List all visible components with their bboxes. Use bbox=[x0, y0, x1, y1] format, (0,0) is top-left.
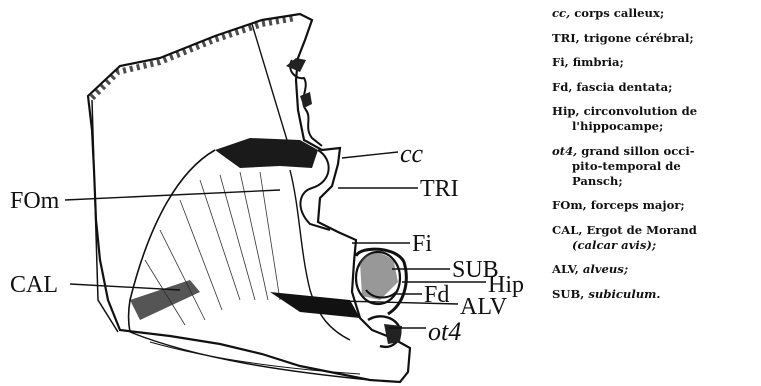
legend-item-fd: Fd, fascia dentata; bbox=[552, 80, 757, 95]
legend-abbr: ALV, bbox=[552, 262, 579, 276]
legend-abbr: Hip, bbox=[552, 104, 580, 118]
legend-text: subiculum. bbox=[588, 287, 660, 301]
legend-text: fascia dentata; bbox=[576, 80, 672, 94]
label-cc: cc bbox=[400, 139, 424, 168]
legend-item-cc: cc, corps calleux; bbox=[552, 6, 757, 21]
legend-abbr: CAL, bbox=[552, 223, 582, 237]
legend-text: forceps major; bbox=[591, 198, 685, 212]
left-border bbox=[92, 100, 118, 332]
legend-item-fom: FOm, forceps major; bbox=[552, 198, 757, 213]
legend-item-fi: Fi, fimbria; bbox=[552, 55, 757, 70]
dark-band bbox=[215, 138, 318, 168]
legend-text: trigone cérébral; bbox=[584, 31, 694, 45]
callosum-shading bbox=[286, 58, 312, 108]
legend-text: grand sillon occi- bbox=[581, 144, 694, 158]
sulcus-shading bbox=[384, 324, 402, 344]
legend-item-sub: SUB, subiculum. bbox=[552, 287, 757, 302]
anatomical-drawing: cc TRI FOm Fi SUB Hip CAL Fd ALV ot4 bbox=[0, 0, 540, 386]
label-fom: FOm bbox=[10, 188, 60, 214]
legend-text: fimbria; bbox=[573, 55, 624, 69]
legend-abbr: Fd, bbox=[552, 80, 572, 94]
legend-text-cont: Pansch; bbox=[552, 174, 757, 189]
legend: cc, corps calleux; TRI, trigone cérébral… bbox=[552, 6, 757, 311]
alveus-shading bbox=[270, 292, 360, 318]
legend-item-tri: TRI, trigone cérébral; bbox=[552, 31, 757, 46]
legend-abbr: ot4, bbox=[552, 144, 577, 158]
legend-text: alveus; bbox=[583, 262, 628, 276]
legend-abbr: cc, bbox=[552, 6, 570, 20]
legend-text: Ergot de Morand bbox=[586, 223, 696, 237]
section-outline bbox=[88, 14, 410, 382]
legend-text: circonvolution de bbox=[584, 104, 698, 118]
legend-abbr: FOm, bbox=[552, 198, 587, 212]
top-edge-hatching bbox=[92, 18, 296, 98]
cut-line bbox=[252, 24, 290, 150]
label-ot4: ot4 bbox=[428, 317, 461, 346]
legend-text-cont: l'hippocampe; bbox=[552, 119, 757, 134]
bottom-edge-2 bbox=[150, 342, 360, 374]
label-alv: ALV bbox=[460, 294, 508, 320]
legend-text-cont: (calcar avis); bbox=[552, 238, 757, 253]
legend-abbr: Fi, bbox=[552, 55, 569, 69]
legend-text-cont: pito-temporal de bbox=[552, 159, 757, 174]
legend-abbr: TRI, bbox=[552, 31, 580, 45]
label-tri: TRI bbox=[420, 176, 459, 202]
legend-abbr: SUB, bbox=[552, 287, 584, 301]
legend-text: corps calleux; bbox=[574, 6, 664, 20]
label-fi: Fi bbox=[412, 231, 432, 257]
calcar-avis-shading bbox=[130, 280, 200, 320]
legend-item-cal: CAL, Ergot de Morand(calcar avis); bbox=[552, 223, 757, 253]
label-cal: CAL bbox=[10, 272, 58, 298]
label-fd: Fd bbox=[424, 282, 449, 308]
legend-item-alv: ALV, alveus; bbox=[552, 262, 757, 277]
